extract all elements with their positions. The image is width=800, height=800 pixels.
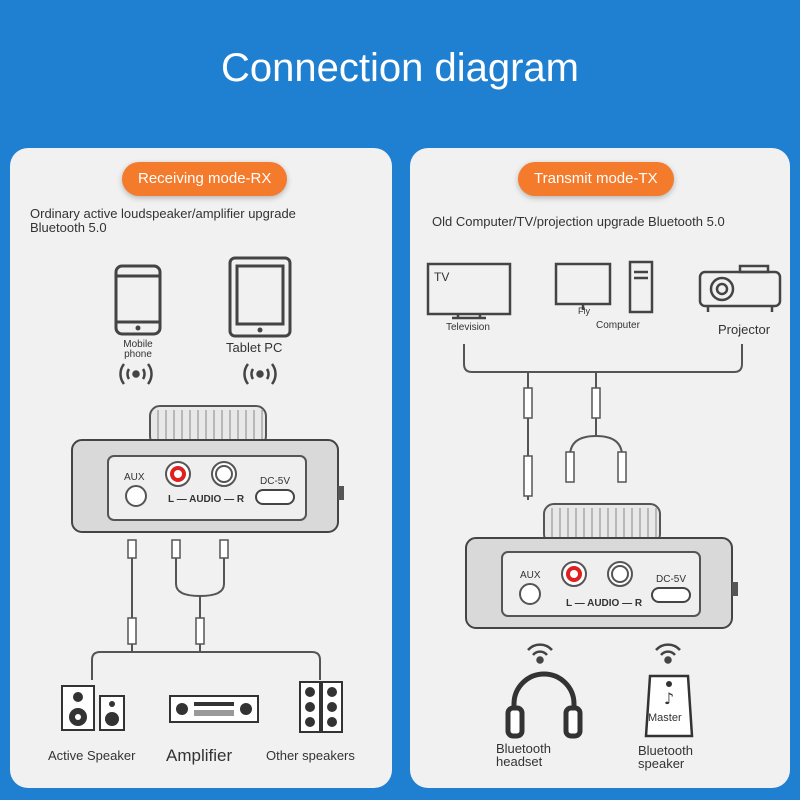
- rx-device: [71, 405, 344, 533]
- tx-cables: [463, 344, 743, 500]
- tx-description: Old Computer/TV/projection upgrade Bluet…: [432, 214, 725, 229]
- master-label: Master: [648, 712, 682, 724]
- signal-icon: [527, 643, 553, 664]
- projector-icon: [698, 264, 782, 312]
- television-icon: [426, 262, 512, 320]
- tx-panel: [410, 148, 790, 788]
- bluetooth-headset-label-line1: Bluetooth: [496, 741, 551, 756]
- page-title: Connection diagram: [221, 46, 579, 90]
- tablet-label: Tablet PC: [226, 340, 283, 355]
- rx-aux-label: AUX: [124, 472, 145, 483]
- bluetooth-speaker-label: Bluetooth speaker: [638, 744, 693, 770]
- bluetooth-headset-label-line2: headset: [496, 754, 543, 769]
- active-speaker-icon: [61, 685, 125, 731]
- projector-label: Projector: [718, 322, 771, 337]
- active-speaker-label: Active Speaker: [48, 748, 136, 763]
- rx-cables: [91, 540, 321, 680]
- other-speakers-icon: [299, 681, 343, 733]
- cable-plug: [127, 539, 229, 645]
- rx-description-line2: Bluetooth 5.0: [30, 220, 107, 235]
- television-label: Television: [446, 322, 490, 333]
- mobile-phone-label-line1: Mobile: [123, 339, 153, 350]
- svg-text:♪: ♪: [664, 689, 674, 708]
- rx-description: Ordinary active loudspeaker/amplifier up…: [30, 207, 296, 235]
- mobile-phone-icon: [114, 264, 162, 336]
- signal-icon: [655, 643, 681, 664]
- rx-mode-badge: Receiving mode-RX: [122, 162, 288, 196]
- mobile-phone-label: Mobile phone: [123, 340, 153, 360]
- tx-device: [465, 503, 738, 629]
- amplifier-icon: [169, 695, 259, 723]
- mobile-phone-label-line2: phone: [124, 349, 152, 360]
- tx-mode-badge: Transmit mode-TX: [518, 162, 674, 196]
- computer-icon: [554, 260, 654, 314]
- tx-audio-label: L — AUDIO — R: [566, 598, 643, 609]
- fly-label: Fly: [578, 306, 590, 316]
- rx-audio-label: L — AUDIO — R: [168, 494, 245, 505]
- signal-icon: [243, 363, 277, 385]
- rx-description-line1: Ordinary active loudspeaker/amplifier up…: [30, 206, 296, 221]
- other-speakers-label: Other speakers: [266, 748, 355, 763]
- tablet-icon: [228, 256, 292, 338]
- tv-screen-label: TV: [434, 270, 450, 284]
- bluetooth-speaker-icon: ♪: [644, 674, 694, 738]
- tx-aux-label: AUX: [520, 570, 541, 581]
- bluetooth-speaker-label-line2: speaker: [638, 756, 685, 771]
- signal-icon: [119, 363, 153, 385]
- bluetooth-speaker-label-line1: Bluetooth: [638, 743, 693, 758]
- rx-dc-label: DC-5V: [260, 476, 291, 487]
- bluetooth-headset-label: Bluetooth headset: [496, 742, 551, 768]
- computer-label: Computer: [596, 320, 640, 331]
- cable-plug: [523, 387, 627, 497]
- tx-dc-label: DC-5V: [656, 574, 687, 585]
- amplifier-label: Amplifier: [166, 746, 233, 765]
- headset-icon: [505, 671, 583, 739]
